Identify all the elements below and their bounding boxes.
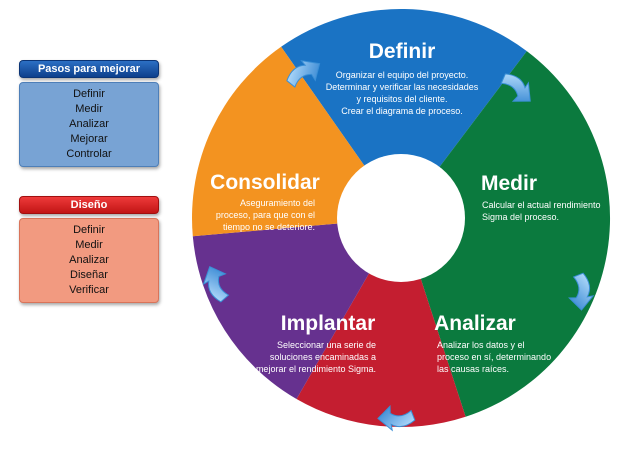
cycle-arrow-icon xyxy=(568,272,595,311)
segment-desc-consolidar-line2: proceso, para que con el xyxy=(216,210,315,220)
segment-desc-implantar-line1: Seleccionar una serie de xyxy=(277,340,376,350)
design-item-disenar: Diseñar xyxy=(70,269,108,281)
segment-desc-analizar-line3: las causas raíces. xyxy=(437,364,509,374)
segment-desc-analizar-line1: Analizar los datos y el xyxy=(437,340,525,350)
segment-desc-consolidar-line1: Aseguramiento del xyxy=(240,198,315,208)
segment-desc-definir-line3: y requisitos del cliente. xyxy=(356,94,447,104)
cycle-arrow-icon xyxy=(286,59,321,88)
segment-title-analizar: Analizar xyxy=(434,312,516,335)
cycle-arrow-icon xyxy=(377,405,416,432)
cycle-center-hole xyxy=(337,154,465,282)
cycle-arrow-icon xyxy=(500,73,531,102)
steps-item-medir: Medir xyxy=(75,103,103,115)
design-panel-list: Definir Medir Analizar Diseñar Verificar xyxy=(19,218,159,303)
segment-medir xyxy=(401,51,611,417)
steps-panel-title: Pasos para mejorar xyxy=(19,60,159,78)
segment-title-definir: Definir xyxy=(369,40,436,63)
design-item-verificar: Verificar xyxy=(69,284,109,296)
steps-item-analizar: Analizar xyxy=(69,118,109,130)
segment-desc-definir-line2: Determinar y verificar las necesidades xyxy=(326,82,479,92)
segment-desc-definir-line4: Crear el diagrama de proceso. xyxy=(341,106,463,116)
steps-panel-list: Definir Medir Analizar Mejorar Controlar xyxy=(19,82,159,167)
segment-desc-medir-line2: Sigma del proceso. xyxy=(482,212,559,222)
segment-title-implantar: Implantar xyxy=(281,312,376,335)
segment-title-medir: Medir xyxy=(481,172,537,195)
segment-desc-implantar-line3: mejorar el rendimiento Sigma. xyxy=(256,364,376,374)
segment-implantar xyxy=(192,218,401,399)
segment-desc-consolidar-line3: tiempo no se deteriore. xyxy=(223,222,315,232)
design-item-definir: Definir xyxy=(73,224,105,236)
steps-item-mejorar: Mejorar xyxy=(70,133,108,145)
design-panel: Diseño Definir Medir Analizar Diseñar Ve… xyxy=(19,196,159,303)
segment-analizar xyxy=(296,218,466,428)
segment-desc-implantar-line2: soluciones encaminadas a xyxy=(270,352,376,362)
design-item-medir: Medir xyxy=(75,239,103,251)
design-panel-title: Diseño xyxy=(19,196,159,214)
cycle-arrow-icon xyxy=(202,265,230,303)
steps-item-controlar: Controlar xyxy=(66,148,112,160)
design-item-analizar: Analizar xyxy=(69,254,109,266)
steps-panel: Pasos para mejorar Definir Medir Analiza… xyxy=(19,60,159,167)
segment-desc-medir-line1: Calcular el actual rendimiento xyxy=(482,200,601,210)
segment-definir xyxy=(281,8,527,218)
steps-item-definir: Definir xyxy=(73,88,105,100)
segment-desc-definir-line1: Organizar el equipo del proyecto. xyxy=(336,70,469,80)
segment-title-consolidar: Consolidar xyxy=(210,171,320,194)
segment-desc-analizar-line2: proceso en sí, determinando xyxy=(437,352,551,362)
